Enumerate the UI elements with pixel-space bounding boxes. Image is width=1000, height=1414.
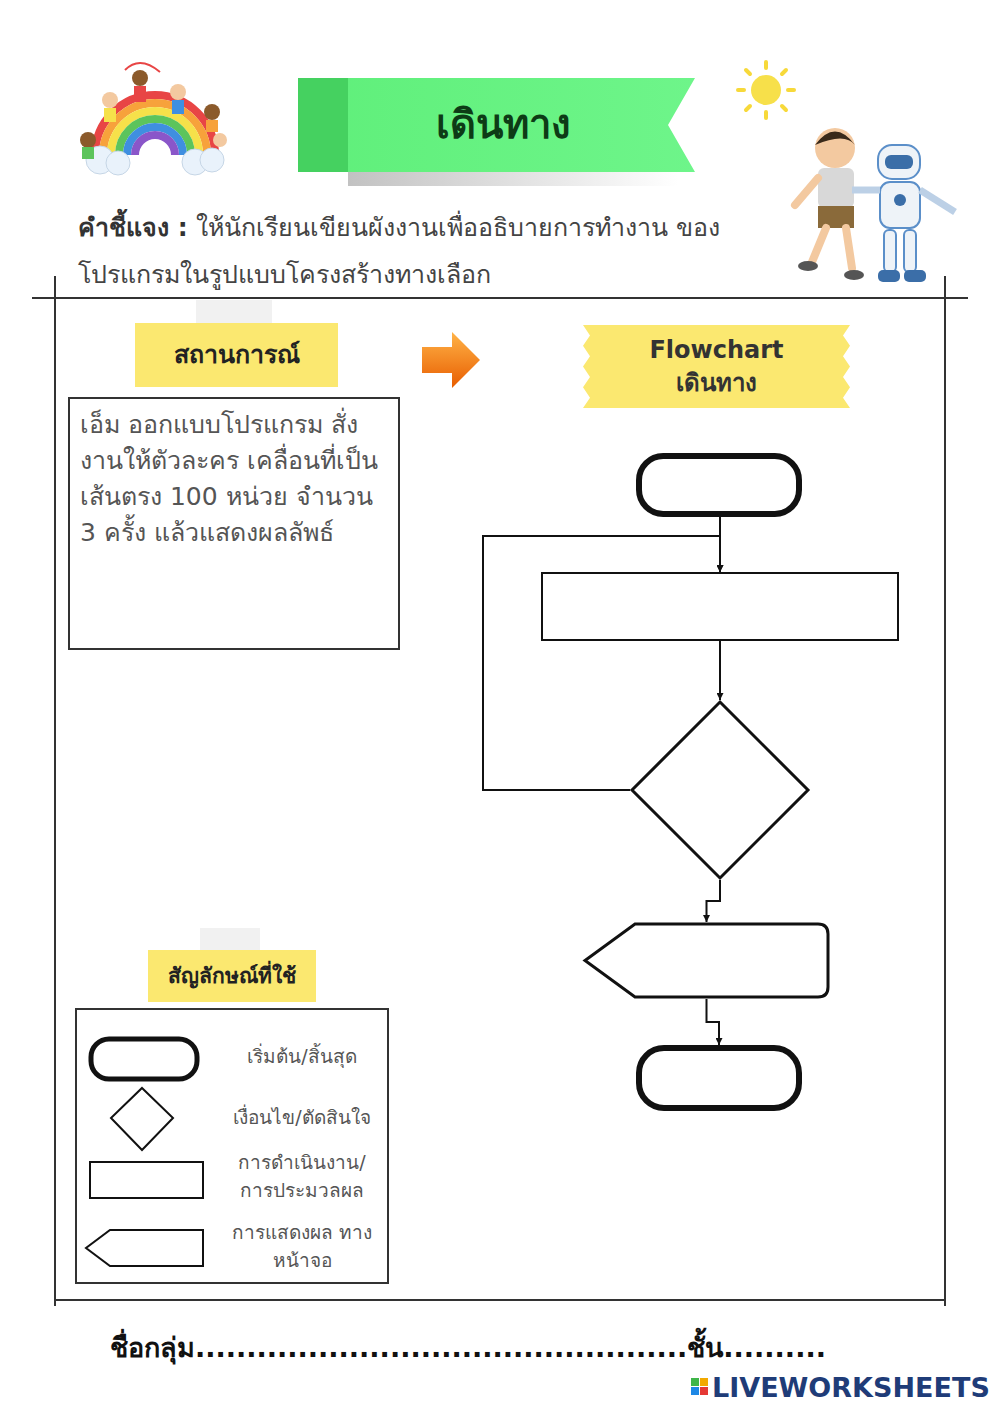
- flow-arrow: [707, 880, 721, 922]
- boy-robot: [795, 128, 955, 282]
- end-terminal: [636, 1045, 802, 1111]
- page-frame: [32, 276, 968, 1306]
- process-box: [541, 572, 899, 641]
- situation-tag: สถานการณ์: [135, 323, 338, 387]
- logo-icon: [691, 1378, 708, 1395]
- instruction-block: คำชี้แจง :ให้นักเรียนเขียนผังงานเพื่ออธิ…: [78, 206, 778, 300]
- display-outline: [583, 922, 830, 999]
- rainbow-kids: [80, 63, 227, 175]
- flowchart-tag-text: Flowchart เดินทาง: [627, 334, 807, 399]
- legend-text: การแสดงผล ทางหน้าจอ: [222, 1218, 382, 1274]
- terminal-outline: [636, 453, 802, 517]
- legend-text: เงื่อนไข/ตัดสินใจ: [222, 1103, 382, 1131]
- legend-tag-text: สัญลักษณ์ที่ใช้: [168, 962, 296, 990]
- legend-text: การดำเนินงาน/ การประมวลผล: [222, 1148, 382, 1204]
- decision-diamond: [630, 700, 810, 880]
- flow-arrow: [719, 641, 721, 700]
- flowchart-tag: Flowchart เดินทาง: [583, 325, 850, 408]
- title-text: เดินทาง: [348, 92, 658, 156]
- instruction-heading: คำชี้แจง :: [78, 213, 188, 242]
- legend-symbols: [86, 1039, 203, 1266]
- diamond-outline: [630, 700, 810, 880]
- display-shape: [583, 922, 830, 999]
- situation-box-text: เอ็ม ออกแบบโปรแกรม สั่งงานให้ตัวละคร เคล…: [80, 407, 388, 551]
- legend-tag: สัญลักษณ์ที่ใช้: [148, 950, 316, 1002]
- footer-line: ชื่อกลุ่ม...............................…: [110, 1326, 826, 1369]
- watermark: LIVEWORKSHEETS: [712, 1372, 990, 1403]
- rect-outline: [541, 572, 899, 641]
- situation-tag-text: สถานการณ์: [174, 338, 300, 372]
- situation-box: เอ็ม ออกแบบโปรแกรม สั่งงานให้ตัวละคร เคล…: [68, 397, 400, 650]
- start-terminal: [636, 453, 802, 517]
- flow-arrow: [707, 999, 720, 1045]
- legend-text: เริ่มต้น/สิ้นสุด: [222, 1042, 382, 1070]
- sun-icon: [738, 62, 794, 118]
- terminal-outline: [636, 1045, 802, 1111]
- orange-arrow: [422, 332, 480, 388]
- title-banner: [298, 78, 695, 186]
